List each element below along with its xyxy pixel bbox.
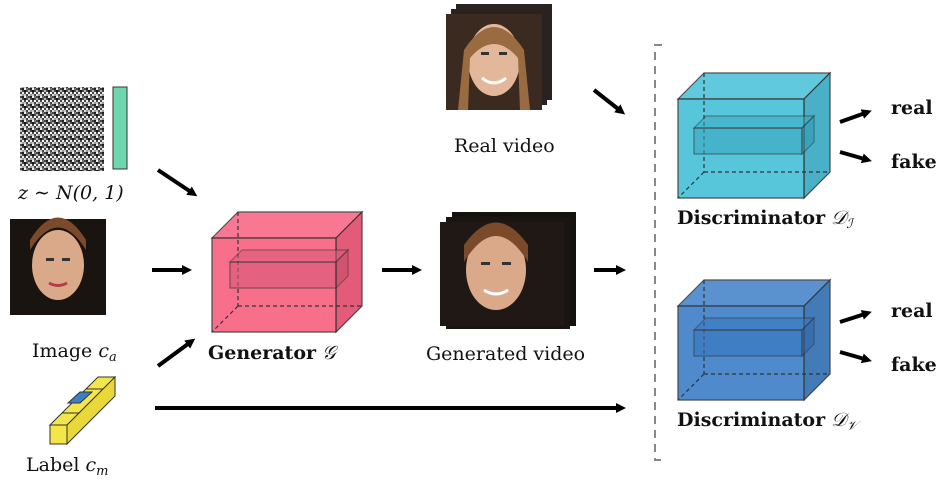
label-to-generator-arrow (156, 338, 196, 368)
discriminator-image-subscript: ℐ (846, 217, 853, 232)
d2-fake-arrow (839, 350, 872, 364)
generator-symbol: 𝒢 (322, 342, 336, 364)
noise-bar (112, 86, 128, 170)
motion-label-block (48, 375, 117, 446)
d2-real-arrow (839, 310, 872, 324)
discriminator-image-label-text: Discriminator (677, 207, 826, 229)
image-label-text: Image (32, 340, 93, 362)
d1-output-fake: fake (891, 151, 937, 173)
noise-label: z ∼ N(0, 1) (18, 182, 124, 204)
d1-real-arrow (839, 109, 872, 124)
discriminator-image-label: Discriminator 𝒟ℐ (677, 207, 853, 232)
discriminator-video-cube (676, 278, 832, 402)
motion-label-var: c (85, 454, 97, 476)
real-video-label: Real video (454, 135, 555, 157)
noise-to-generator-arrow (156, 168, 198, 197)
real-video-to-discriminator-arrow (592, 88, 626, 115)
image-label-var: c (98, 340, 109, 362)
generated-video-label: Generated video (426, 343, 586, 365)
generator-label-text: Generator (208, 342, 316, 364)
d1-fake-arrow (839, 150, 872, 164)
discriminator-video-symbol: 𝒟 (831, 409, 847, 431)
generator-cube (210, 210, 364, 334)
discriminator-image-cube (676, 71, 832, 200)
motion-label-text: Label (26, 454, 80, 476)
motion-label-sub: m (96, 464, 109, 479)
d1-output-real: real (891, 97, 933, 119)
discriminator-video-label: Discriminator 𝒟𝒱 (677, 409, 858, 434)
generated-video-frames (440, 212, 576, 329)
motion-label: Label cm (26, 454, 109, 479)
real-video-frames (446, 4, 552, 110)
image-label: Image ca (32, 340, 117, 365)
d2-output-real: real (891, 300, 933, 322)
discriminator-bracket (654, 44, 662, 461)
discriminator-video-subscript: 𝒱 (846, 419, 858, 434)
input-face-image (10, 217, 106, 315)
discriminator-image-symbol: 𝒟 (831, 207, 847, 229)
discriminator-video-label-text: Discriminator (677, 409, 826, 431)
noise-image (20, 87, 104, 171)
d2-output-fake: fake (891, 354, 937, 376)
image-label-sub: a (108, 350, 117, 365)
generator-label: Generator 𝒢 (208, 344, 336, 363)
